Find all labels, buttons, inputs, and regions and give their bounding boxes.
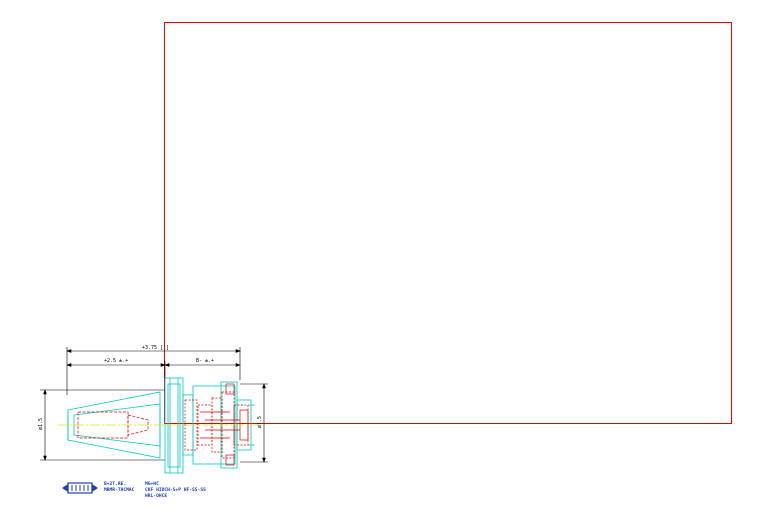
title-line-4: CKF HIDCH-S+P HF-SS-SS bbox=[145, 487, 206, 493]
left-length-label: +2.5 ±.+ bbox=[104, 358, 128, 364]
right-diameter-label: ø1.5 bbox=[257, 416, 263, 428]
overall-dimension bbox=[66, 347, 241, 395]
right-diameter-dimension bbox=[240, 383, 268, 463]
title-line-1: B+2T.RE. bbox=[104, 481, 126, 487]
left-diameter-dimension bbox=[40, 389, 165, 461]
title-line-2: MRMR-THCMAC bbox=[104, 487, 135, 493]
title-line-5: HRL-OHCE bbox=[145, 493, 167, 499]
flange-outline bbox=[164, 377, 194, 474]
company-logo bbox=[62, 482, 98, 494]
right-length-label: B- ±.+ bbox=[196, 358, 214, 364]
split-dimension bbox=[66, 361, 241, 380]
left-diameter-label: ø1.5 bbox=[38, 418, 44, 430]
title-line-3: MG+HC bbox=[145, 481, 159, 487]
internal-parts bbox=[77, 383, 249, 466]
overall-length-label: +3.75 [ ] bbox=[142, 345, 169, 351]
viewport-frame bbox=[164, 22, 732, 424]
